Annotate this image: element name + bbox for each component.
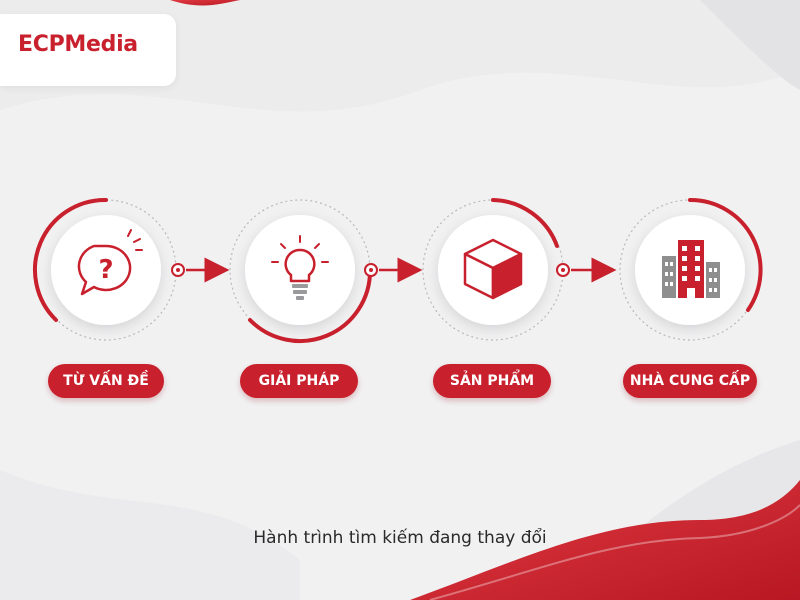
bottom-red-wave xyxy=(410,480,800,600)
logo-card xyxy=(0,14,176,86)
step-label-2: GIẢI PHÁP xyxy=(240,364,358,398)
top-red-accent xyxy=(170,0,240,6)
step-4-node xyxy=(619,197,763,341)
building-icon xyxy=(662,240,720,298)
step-label-4: NHÀ CUNG CẤP xyxy=(623,364,757,398)
step-label-1: TỪ VẤN ĐỀ xyxy=(48,364,164,398)
caption: Hành trình tìm kiếm đang thay đổi xyxy=(253,528,547,548)
step-1-node: ? xyxy=(32,197,185,341)
logo-part-ecp: ECP xyxy=(18,32,65,57)
question-bubble-icon: ? xyxy=(77,229,143,296)
box-icon xyxy=(463,238,523,300)
step-3-node xyxy=(422,198,570,341)
svg-text:?: ? xyxy=(98,255,113,285)
lightbulb-icon xyxy=(271,235,329,300)
ecp-media-logo: ECPMedia xyxy=(18,34,138,56)
logo-part-media: Media xyxy=(64,32,138,57)
step-label-3: SẢN PHẨM xyxy=(433,364,551,398)
step-2-node xyxy=(229,199,378,344)
